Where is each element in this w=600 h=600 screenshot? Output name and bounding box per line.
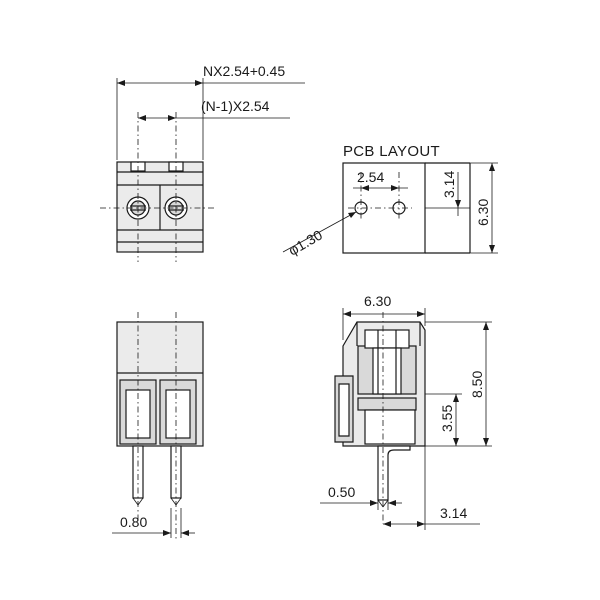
label-pcb-pitch: 2.54 bbox=[357, 169, 384, 185]
label-pcb-depth: 6.30 bbox=[475, 199, 491, 226]
label-pcb-offset: 3.14 bbox=[441, 171, 457, 198]
pcb-title: PCB LAYOUT bbox=[343, 143, 440, 160]
label-front-pin: 0.80 bbox=[120, 514, 147, 530]
label-pitch-inner: (N-1)X2.54 bbox=[201, 98, 270, 114]
front-view bbox=[116, 312, 204, 540]
label-pin-offset: 3.14 bbox=[440, 505, 467, 521]
side-view bbox=[334, 312, 426, 524]
front-view-dimensions bbox=[112, 508, 195, 538]
side-pin bbox=[377, 445, 411, 501]
pcb-dimensions bbox=[282, 162, 498, 254]
label-side-mid: 3.55 bbox=[439, 405, 455, 432]
label-hole-dia: φ1.30 bbox=[286, 226, 326, 258]
side-screw bbox=[372, 347, 402, 395]
label-pin-width: 0.50 bbox=[328, 484, 355, 500]
pcb-layout bbox=[342, 162, 471, 254]
label-side-height: 8.50 bbox=[469, 371, 485, 398]
top-view-dimensions bbox=[116, 78, 305, 160]
top-view bbox=[100, 112, 215, 262]
label-pitch-total: NX2.54+0.45 bbox=[203, 63, 285, 79]
label-side-width: 6.30 bbox=[364, 293, 391, 309]
side-view-dimensions bbox=[320, 308, 492, 530]
